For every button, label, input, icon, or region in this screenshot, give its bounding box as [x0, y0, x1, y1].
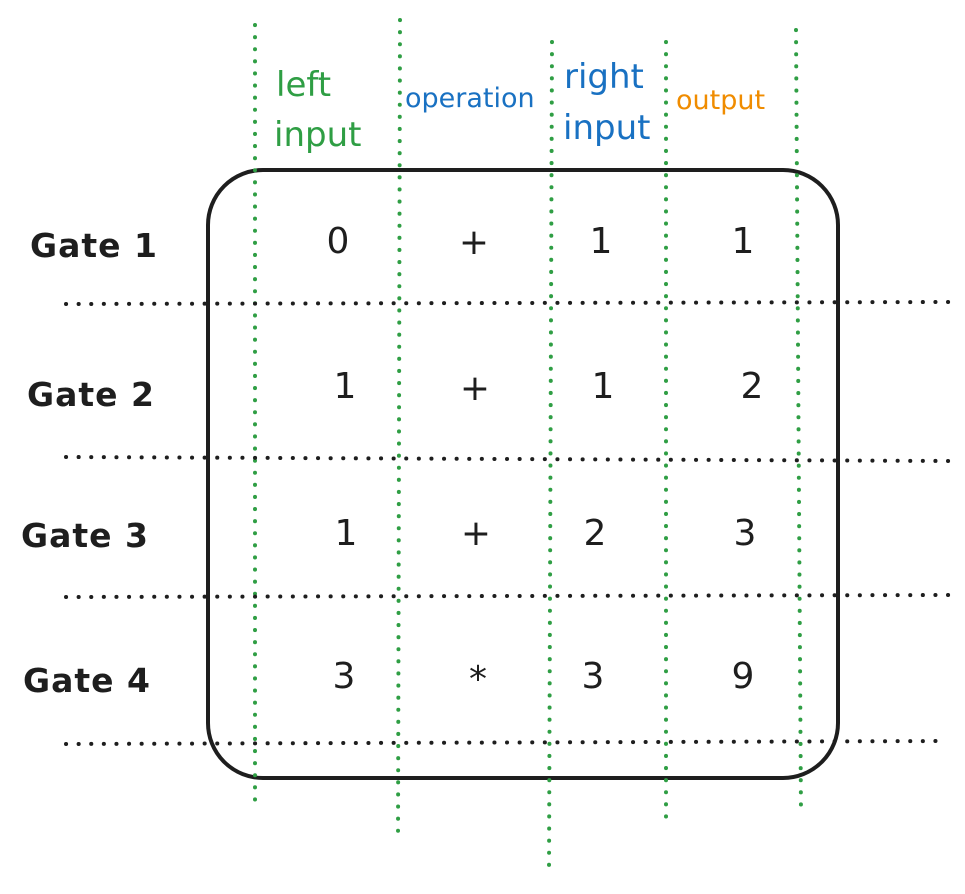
gate-row-4: Gate 4 3 * 3 9: [23, 656, 754, 700]
cell-right-input: 1: [590, 221, 613, 262]
gate-row-3: Gate 3 1 + 2 3: [21, 513, 756, 555]
gate-label: Gate 3: [21, 516, 149, 555]
cell-left-input: 1: [334, 366, 357, 407]
header-operation: operation: [405, 83, 535, 114]
header-left-input-line1: left: [276, 65, 331, 105]
cell-operation: +: [460, 368, 490, 409]
table-frame: [206, 168, 840, 780]
cell-right-input: 1: [592, 366, 615, 407]
column-headers: left input operation right input output: [274, 57, 765, 155]
column-divider-2: [396, 18, 402, 844]
cell-right-input: 2: [584, 513, 607, 554]
header-output: output: [676, 85, 765, 116]
cell-right-input: 3: [582, 656, 605, 697]
gate-row-2: Gate 2 1 + 1 2: [27, 366, 763, 414]
row-dividers: [64, 300, 952, 746]
cell-left-input: 0: [327, 221, 350, 262]
gate-label: Gate 4: [23, 661, 151, 700]
cell-operation: *: [469, 659, 487, 700]
column-dividers: [253, 18, 803, 872]
row-divider-3: [64, 593, 952, 599]
cell-operation: +: [461, 513, 491, 554]
cell-output: 9: [732, 656, 755, 697]
cell-output: 2: [741, 366, 764, 407]
row-divider-4: [64, 739, 947, 746]
cell-operation: +: [459, 222, 489, 263]
header-right-input-line2: input: [563, 108, 650, 148]
column-divider-3: [547, 40, 554, 872]
gate-label: Gate 1: [30, 226, 158, 265]
cell-left-input: 1: [335, 513, 358, 554]
cell-output: 1: [732, 221, 755, 262]
row-divider-2: [64, 455, 952, 463]
column-divider-5: [794, 28, 803, 817]
header-right-input-line1: right: [564, 57, 644, 97]
gate-label: Gate 2: [27, 375, 155, 414]
gate-row-1: Gate 1 0 + 1 1: [30, 221, 754, 265]
cell-output: 3: [734, 513, 757, 554]
row-divider-1: [64, 300, 952, 306]
cell-left-input: 3: [333, 656, 356, 697]
header-left-input-line2: input: [274, 115, 361, 155]
